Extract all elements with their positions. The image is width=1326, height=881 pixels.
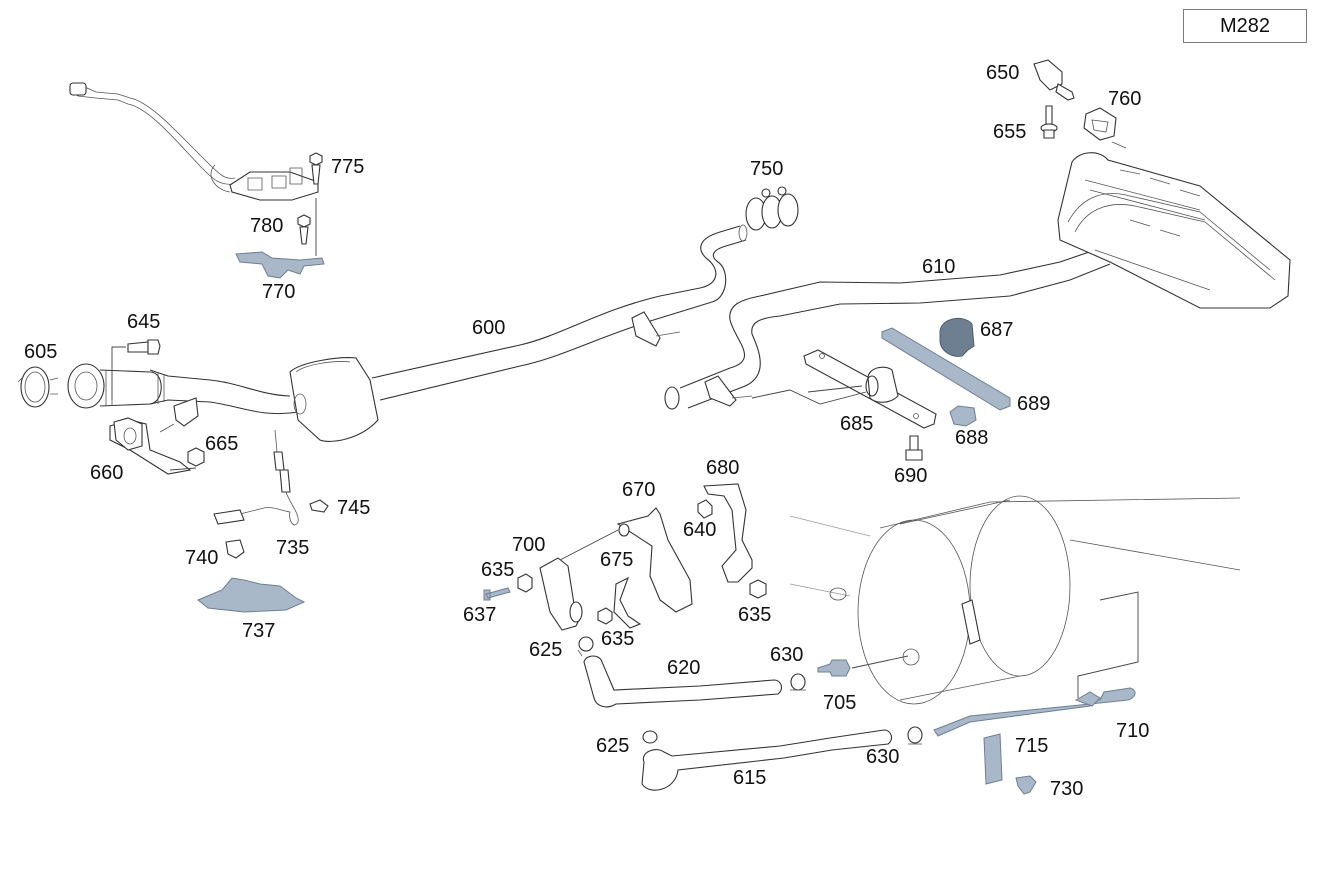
label-745[interactable]: 745: [337, 497, 371, 519]
label-685[interactable]: 685: [840, 413, 874, 435]
hanger-610-part[interactable]: [704, 375, 753, 407]
clamp-750-part[interactable]: [745, 186, 799, 231]
label-635-lower[interactable]: 635: [601, 628, 635, 650]
front-pipe-catalyst[interactable]: [67, 363, 299, 415]
hose-620-part[interactable]: [583, 655, 783, 708]
nut-688-part[interactable]: [949, 405, 977, 427]
label-775[interactable]: 775: [331, 156, 365, 178]
label-680[interactable]: 680: [706, 457, 740, 479]
rear-pipe-610[interactable]: [664, 249, 1111, 410]
group-code-box: M282: [1183, 9, 1307, 43]
label-690[interactable]: 690: [894, 465, 928, 487]
front-muffler[interactable]: [289, 357, 379, 442]
rear-muffler[interactable]: [1057, 152, 1291, 309]
label-770[interactable]: 770: [262, 281, 296, 303]
label-620[interactable]: 620: [667, 657, 701, 679]
label-730[interactable]: 730: [1050, 778, 1084, 800]
particulate-filter[interactable]: [789, 495, 1241, 705]
bolt-775-part[interactable]: [309, 152, 323, 185]
label-635-right[interactable]: 635: [738, 604, 772, 626]
clamp-630-lower-part[interactable]: [907, 726, 923, 745]
bracket-689-part[interactable]: [881, 327, 1011, 411]
pipe-710-part[interactable]: [933, 687, 1136, 737]
nut-635-left-part[interactable]: [517, 573, 533, 593]
bolt-645-part[interactable]: [127, 339, 161, 355]
bolt-655-part[interactable]: [1040, 105, 1058, 139]
clamp-630-upper-part[interactable]: [790, 673, 806, 691]
label-660[interactable]: 660: [90, 462, 124, 484]
clip-740-part[interactable]: [225, 539, 245, 559]
label-689[interactable]: 689: [1017, 393, 1051, 415]
label-645[interactable]: 645: [127, 311, 161, 333]
label-665[interactable]: 665: [205, 433, 239, 455]
label-710[interactable]: 710: [1116, 720, 1150, 742]
label-705[interactable]: 705: [823, 692, 857, 714]
label-740[interactable]: 740: [185, 547, 219, 569]
label-655[interactable]: 655: [993, 121, 1027, 143]
bolt-780-part[interactable]: [297, 214, 311, 245]
label-700[interactable]: 700: [512, 534, 546, 556]
sensor-700-part[interactable]: [539, 557, 583, 631]
label-650[interactable]: 650: [986, 62, 1020, 84]
label-637[interactable]: 637: [463, 604, 497, 626]
gasket-605-part[interactable]: [17, 366, 59, 408]
label-610[interactable]: 610: [922, 256, 956, 278]
nut-635-lower-part[interactable]: [597, 607, 613, 625]
label-640[interactable]: 640: [683, 519, 717, 541]
label-635-left[interactable]: 635: [481, 559, 515, 581]
label-780[interactable]: 780: [250, 215, 284, 237]
bolt-637-part[interactable]: [483, 587, 511, 601]
label-715[interactable]: 715: [1015, 735, 1049, 757]
bracket-715-part[interactable]: [983, 733, 1003, 785]
bolt-690-part[interactable]: [905, 435, 923, 461]
hanger-760-part[interactable]: [1083, 107, 1127, 149]
label-750[interactable]: 750: [750, 158, 784, 180]
label-605[interactable]: 605: [24, 341, 58, 363]
hanger-600-part[interactable]: [631, 311, 681, 347]
label-735[interactable]: 735: [276, 537, 310, 559]
label-687[interactable]: 687: [980, 319, 1014, 341]
label-600[interactable]: 600: [472, 317, 506, 339]
clamp-625-lower-part[interactable]: [642, 730, 658, 744]
bolt-730-part[interactable]: [1015, 775, 1037, 795]
bracket-770-part[interactable]: [235, 251, 325, 279]
hose-615-part[interactable]: [641, 729, 893, 791]
hanger-650-part[interactable]: [1033, 59, 1075, 101]
hanger-front-part[interactable]: [159, 397, 199, 433]
fitting-705-part[interactable]: [817, 659, 851, 677]
label-760[interactable]: 760: [1108, 88, 1142, 110]
nox-sensor-part[interactable]: [69, 82, 319, 201]
bracket-737-part[interactable]: [197, 577, 306, 613]
nut-640-part[interactable]: [697, 499, 713, 519]
bushing-687-part[interactable]: [939, 317, 975, 357]
temp-sensor-735-part[interactable]: [213, 429, 299, 526]
nut-635-right-part[interactable]: [749, 579, 767, 599]
intermediate-pipe-600[interactable]: [371, 224, 748, 401]
clamp-625-upper-part[interactable]: [577, 636, 594, 657]
bracket-680-part[interactable]: [703, 483, 753, 583]
nut-665-part[interactable]: [187, 447, 205, 467]
label-625-lower[interactable]: 625: [596, 735, 630, 757]
mount-660-part[interactable]: [109, 417, 192, 475]
label-675[interactable]: 675: [600, 549, 634, 571]
label-688[interactable]: 688: [955, 427, 989, 449]
label-625-upper[interactable]: 625: [529, 639, 563, 661]
bushing-685-part[interactable]: [865, 366, 899, 403]
label-670[interactable]: 670: [622, 479, 656, 501]
bracket-670-part[interactable]: [616, 507, 693, 613]
heat-shield-675-part[interactable]: [613, 576, 642, 629]
label-615[interactable]: 615: [733, 767, 767, 789]
label-737[interactable]: 737: [242, 620, 276, 642]
clip-745-part[interactable]: [309, 499, 329, 513]
label-630-upper[interactable]: 630: [770, 644, 804, 666]
label-630-lower[interactable]: 630: [866, 746, 900, 768]
